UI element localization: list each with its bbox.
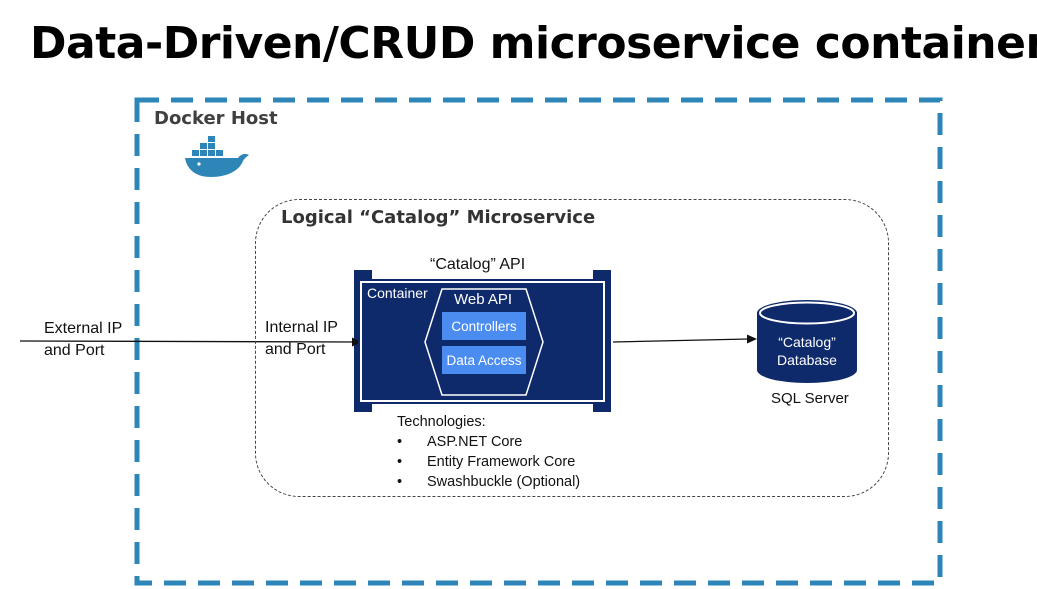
technology-item: Entity Framework Core (397, 452, 580, 472)
technologies-title: Technologies: (397, 414, 486, 430)
internal-ip-label: Internal IP and Port (265, 317, 338, 361)
data-access-layer: Data Access (442, 346, 526, 374)
external-arrow-head (352, 337, 362, 347)
internal-ip-line2: and Port (265, 341, 326, 358)
technology-item: ASP.NET Core (397, 432, 580, 452)
database-label-line2: Database (777, 352, 837, 368)
external-ip-line1: External IP (44, 320, 123, 337)
technology-item: Swashbuckle (Optional) (397, 472, 580, 492)
logical-microservice-label: Logical “Catalog” Microservice (281, 207, 596, 228)
docker-host-label: Docker Host (154, 108, 278, 129)
internal-ip-line1: Internal IP (265, 319, 338, 336)
container-label: Container (367, 285, 428, 301)
external-arrow-line (19, 340, 357, 343)
api-label: “Catalog” API (430, 256, 526, 273)
controllers-layer: Controllers (442, 312, 526, 340)
database-label: “Catalog” Database (758, 333, 856, 369)
docker-whale-icon (185, 136, 249, 177)
external-ip-line2: and Port (44, 342, 105, 359)
external-ip-label: External IP and Port (44, 318, 122, 362)
db-arrow-head (747, 334, 757, 344)
database-label-line1: “Catalog” (778, 334, 836, 350)
logical-microservice-boundary (255, 199, 889, 497)
database-cylinder (757, 300, 857, 383)
page-title: Data-Driven/CRUD microservice container (30, 18, 1037, 69)
technologies-list: Technologies: ASP.NET Core Entity Framew… (397, 412, 580, 492)
database-caption: SQL Server (771, 390, 849, 407)
db-arrow-line (612, 338, 749, 343)
web-api-label: Web API (454, 291, 513, 308)
